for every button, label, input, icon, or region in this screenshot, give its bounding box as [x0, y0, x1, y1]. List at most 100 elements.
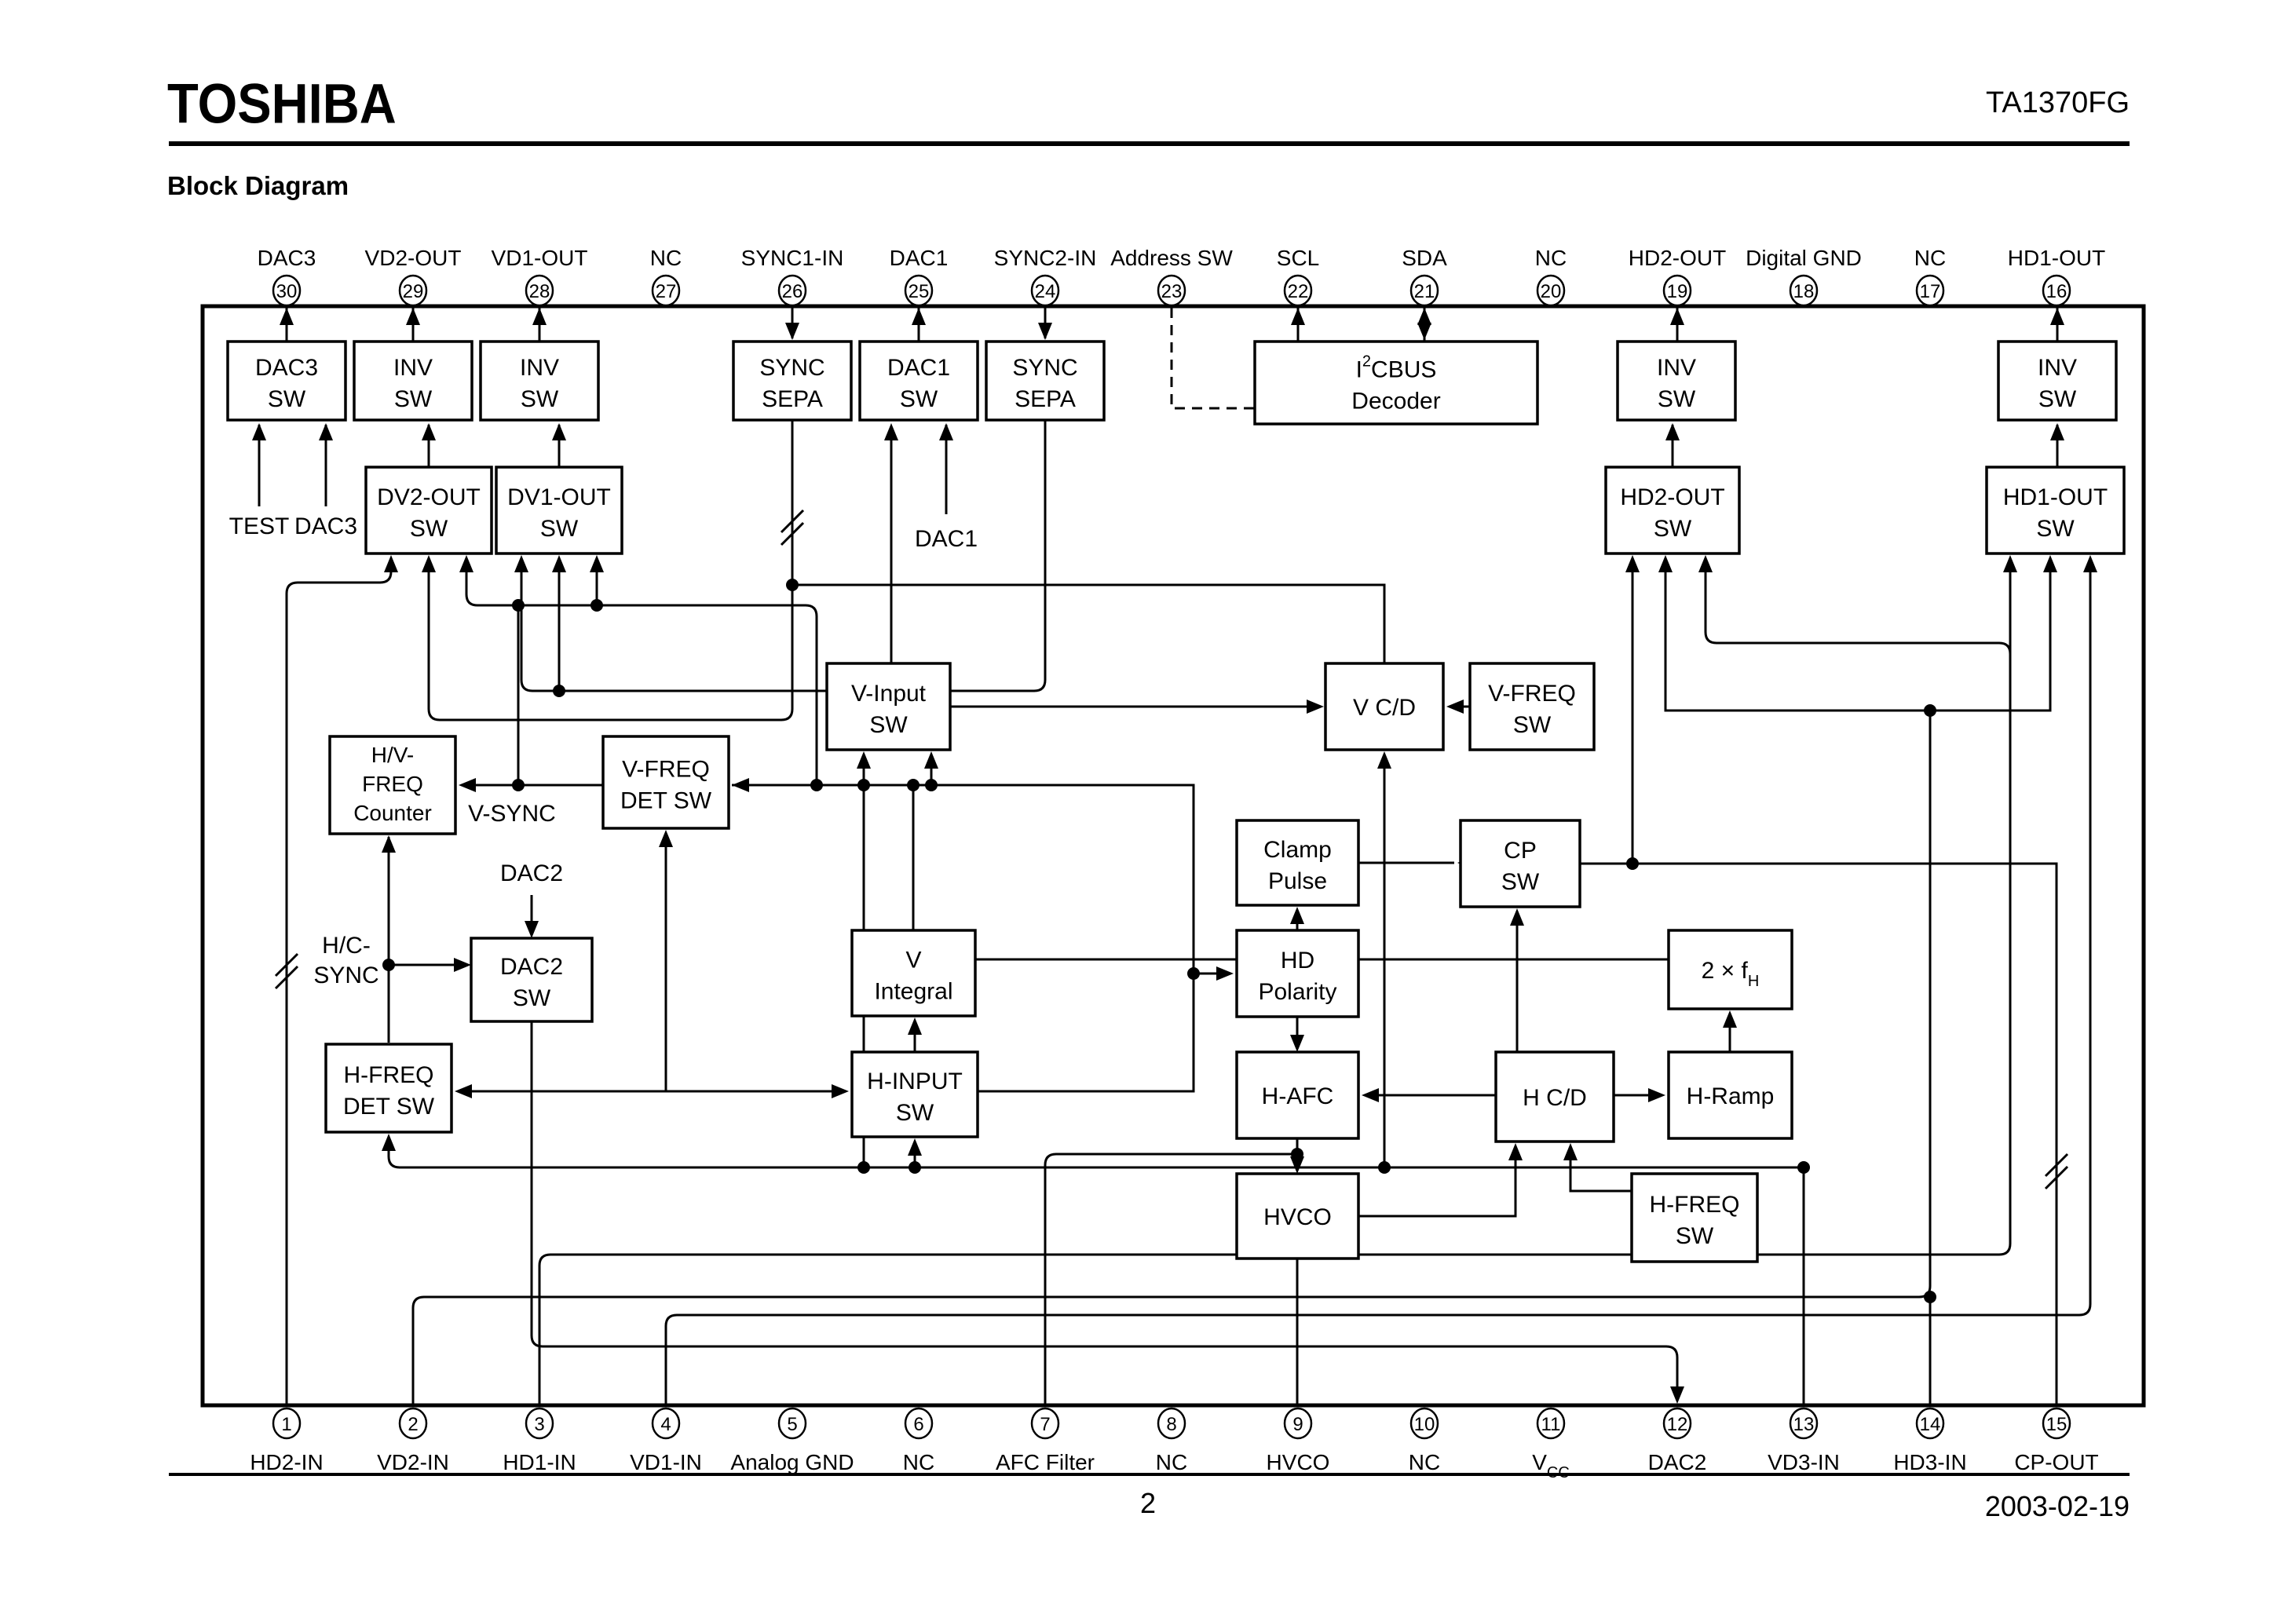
junction-dot: [1924, 1291, 1936, 1303]
pin-label: Analog GND: [730, 1450, 854, 1474]
pin-label: NC: [650, 246, 682, 270]
pin-circle: [1789, 274, 1819, 307]
pin-label: SYNC2-IN: [994, 246, 1097, 270]
hd2-out-sw-label: HD2-OUT: [1620, 484, 1724, 510]
hd-polarity-box: [1235, 929, 1360, 1018]
junction-dot: [1626, 857, 1639, 870]
dac1-sw-label: SW: [900, 386, 938, 412]
arrowhead-up: [908, 1017, 922, 1035]
pin-number: 29: [403, 281, 424, 302]
arrowhead-up: [659, 830, 673, 847]
hv-freq-counter-box: [328, 735, 457, 835]
pin-number: 16: [2046, 281, 2067, 302]
hinput-right-wire: [978, 974, 1195, 1093]
pin-number: 10: [1414, 1414, 1435, 1435]
hd-polarity-label: HD: [1281, 948, 1314, 974]
hd1-out-sw-label: SW: [2036, 516, 2075, 542]
h-input-sw-box: [850, 1050, 979, 1138]
v-freq-det-sw-label: DET SW: [620, 788, 712, 814]
hv-freq-counter-label: H/V-: [371, 743, 414, 767]
pin-number: 28: [529, 281, 550, 302]
page-title: Block Diagram: [167, 171, 349, 200]
hc-sync-label-1: H/C-: [322, 933, 371, 959]
sync-sepa-2-label: SYNC: [1012, 355, 1077, 381]
part-number: TA1370FG: [1985, 86, 2130, 119]
arrowhead-up: [1417, 308, 1431, 325]
v-freq-sw-label: SW: [1513, 712, 1552, 738]
v-freq-sw-box: [1468, 662, 1596, 751]
ic-boundary: [200, 304, 2146, 1408]
pin-label: SCL: [1277, 246, 1319, 270]
arrowhead-up: [2003, 555, 2017, 572]
bus-slash-mark: [274, 952, 299, 990]
two-x-fh: 2 × fH: [1667, 929, 1793, 1010]
junction-dot: [907, 779, 919, 791]
h-ramp-label: H-Ramp: [1687, 1083, 1775, 1109]
pin-11: 11VCC: [1532, 1407, 1570, 1481]
pin-number: 7: [1040, 1414, 1050, 1435]
pin-label: NC: [1409, 1450, 1440, 1474]
hvco: HVCO: [1235, 1172, 1360, 1260]
dac3-sw-label: DAC3: [255, 355, 318, 381]
arrowhead-right: [1216, 966, 1234, 981]
pin-label: VD1-OUT: [492, 246, 588, 270]
pin-circle: [1030, 274, 1060, 307]
pin-label: DAC2: [1648, 1450, 1707, 1474]
junction-dot: [909, 1161, 921, 1174]
pin-label: VD1-IN: [630, 1450, 702, 1474]
arrowhead-up: [459, 555, 473, 572]
h-freq-det-sw-box: [324, 1043, 453, 1134]
pin-circle: [651, 1407, 681, 1440]
pin-circle: [398, 1407, 428, 1440]
dac2-sw-box: [470, 937, 594, 1023]
pin-label: NC: [1535, 246, 1567, 270]
pin-circle: [2042, 274, 2071, 307]
arrowhead-up: [319, 423, 333, 440]
v-integral-label: V: [905, 948, 921, 974]
v-freq-sw-label: V-FREQ: [1488, 681, 1576, 707]
h-ramp-box: [1667, 1050, 1793, 1140]
pin-circle: [1536, 274, 1566, 307]
pin-number: 13: [1793, 1414, 1815, 1435]
pin-label: CP-OUT: [2014, 1450, 2098, 1474]
pin-number: 27: [656, 281, 677, 302]
pin-circle: [1157, 274, 1186, 307]
header-rule: [169, 141, 2130, 146]
dac2-sw-label: DAC2: [500, 954, 563, 980]
junction-dot: [512, 779, 525, 791]
inv-sw-hd1-label: SW: [2038, 386, 2077, 412]
arrowhead-left: [1362, 1088, 1379, 1102]
pin-6: 6NC: [903, 1407, 934, 1474]
hvco-to-hcd-wire: [1358, 1146, 1517, 1218]
h-ramp: H-Ramp: [1667, 1050, 1793, 1140]
junction-dot: [857, 779, 870, 791]
pin-number: 1: [281, 1414, 291, 1435]
arrowhead-right: [1307, 700, 1324, 714]
arrowhead-up: [1665, 423, 1680, 440]
arrowhead-up: [1377, 751, 1391, 769]
h-freq-sw-label: H-FREQ: [1650, 1192, 1740, 1218]
dv2-out-sw-box: [364, 466, 493, 555]
pin-label: Address SW: [1110, 246, 1233, 270]
hd1-riser-branch-wire: [1704, 558, 2012, 655]
pin-circle: [1536, 1407, 1566, 1440]
arrowhead-up: [1670, 308, 1684, 325]
arrowhead-up: [2083, 555, 2097, 572]
sync1-out-wire: [791, 420, 1386, 663]
arrowhead-up: [939, 423, 953, 440]
pin-number: 8: [1166, 1414, 1176, 1435]
